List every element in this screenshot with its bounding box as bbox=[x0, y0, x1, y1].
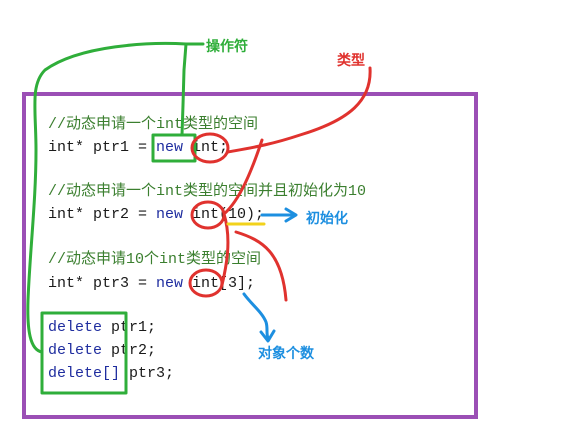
ptr2-type: int(10); bbox=[183, 206, 265, 223]
code-line-delete-3: delete[] ptr3; bbox=[48, 365, 174, 383]
code-line-ptr2: int* ptr2 = new int(10); bbox=[48, 206, 264, 224]
type-connector-tail bbox=[234, 230, 288, 302]
operator-annotation: 操作符 bbox=[206, 39, 248, 55]
type-circle-3 bbox=[188, 268, 224, 298]
ptr2-decl: int* ptr2 = bbox=[48, 206, 157, 223]
init-annotation: 初始化 bbox=[306, 211, 348, 227]
delete-target-3: ptr3; bbox=[120, 365, 175, 382]
delete-target-1: ptr1; bbox=[102, 319, 157, 336]
code-line-delete-2: delete ptr2; bbox=[48, 342, 156, 360]
ptr1-type: int; bbox=[183, 139, 229, 156]
delete-keywords-highlight-box bbox=[40, 311, 128, 395]
type-connector-branch bbox=[220, 138, 264, 287]
comment-line-1: //动态申请一个int类型的空间 bbox=[48, 116, 259, 133]
ptr1-decl: int* ptr1 = bbox=[48, 139, 157, 156]
type-annotation: 类型 bbox=[337, 53, 365, 69]
type-circle-2 bbox=[190, 200, 226, 230]
count-arrow-head bbox=[259, 329, 276, 343]
type-circle-1 bbox=[190, 132, 230, 164]
delete-array-keyword: delete[] bbox=[48, 365, 121, 382]
code-line-ptr1: int* ptr1 = new int; bbox=[48, 139, 228, 157]
operator-to-new-connector bbox=[180, 42, 205, 137]
type-connector bbox=[226, 66, 372, 154]
new-keyword-highlight-box bbox=[151, 133, 197, 163]
count-annotation: 对象个数 bbox=[258, 346, 314, 362]
code-line-delete-1: delete ptr1; bbox=[48, 319, 156, 337]
init-arrow-head bbox=[284, 207, 298, 223]
comment-line-2: //动态申请一个int类型的空间并且初始化为10 bbox=[48, 183, 367, 200]
delete-keyword-2: delete bbox=[48, 342, 103, 359]
count-connector bbox=[242, 292, 270, 340]
operator-to-delete-connector bbox=[26, 41, 188, 354]
ptr3-new-keyword: new bbox=[156, 275, 184, 292]
ptr3-decl: int* ptr3 = bbox=[48, 275, 157, 292]
ptr1-new-keyword: new bbox=[156, 139, 184, 156]
ptr2-new-keyword: new bbox=[156, 206, 184, 223]
code-frame bbox=[22, 92, 478, 419]
delete-target-2: ptr2; bbox=[102, 342, 157, 359]
code-line-ptr3: int* ptr3 = new int[3]; bbox=[48, 275, 255, 293]
delete-keyword-1: delete bbox=[48, 319, 103, 336]
comment-line-3: //动态申请10个int类型的空间 bbox=[48, 251, 262, 268]
